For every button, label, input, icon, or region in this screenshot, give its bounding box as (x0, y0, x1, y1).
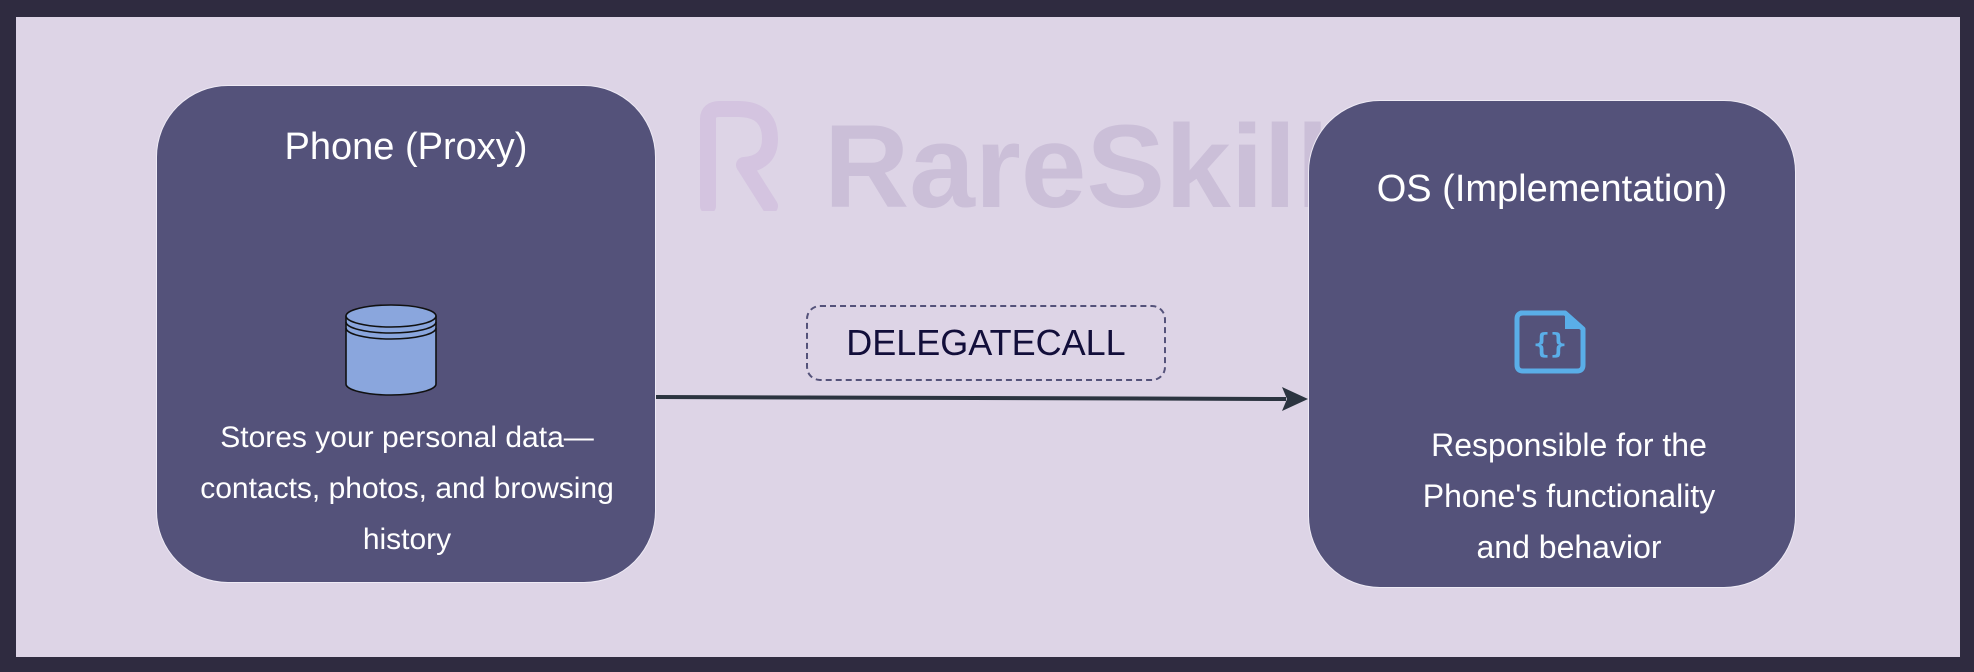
proxy-title: Phone (Proxy) (284, 126, 528, 168)
svg-text:{}: {} (1533, 327, 1567, 360)
implementation-description-line: Responsible for the (1431, 427, 1707, 463)
rareskills-logo-icon (700, 101, 778, 211)
delegatecall-label: DELEGATECALL (806, 305, 1166, 381)
implementation-description: Responsible for the Phone's functionalit… (1379, 420, 1759, 573)
delegatecall-arrow (655, 387, 1308, 411)
implementation-description-line: Phone's functionality (1422, 478, 1716, 514)
watermark-text: RareSkills (824, 101, 1395, 233)
code-file-icon: {} (1514, 310, 1586, 374)
proxy-description-line: history (362, 523, 452, 556)
proxy-card: Phone (Proxy) Stores your personal data—… (156, 85, 656, 583)
database-icon (345, 304, 437, 396)
diagram-canvas: RareSkills DELEGATECALL Phone (Proxy) St… (16, 17, 1960, 657)
implementation-description-line: and behavior (1476, 529, 1662, 565)
implementation-title: OS (Implementation) (1376, 168, 1728, 210)
implementation-card: OS (Implementation) {} Responsible for t… (1308, 100, 1796, 588)
proxy-description: Stores your personal data— contacts, pho… (177, 412, 637, 565)
proxy-description-line: contacts, photos, and browsing (200, 472, 614, 505)
proxy-description-line: Stores your personal data— (220, 421, 594, 454)
